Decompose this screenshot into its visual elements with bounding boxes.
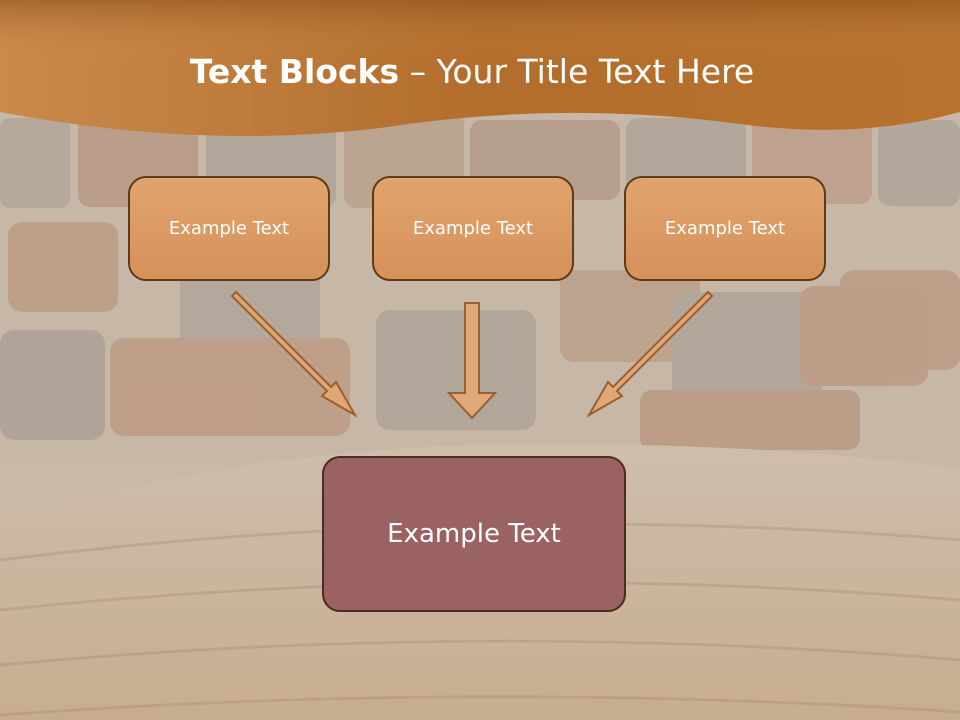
title-rest: Your Title Text Here bbox=[436, 52, 755, 91]
text-block-2-label: Example Text bbox=[412, 218, 534, 239]
title-dash: – bbox=[409, 52, 427, 91]
text-block-3-label: Example Text bbox=[664, 218, 786, 239]
text-block-1-label: Example Text bbox=[168, 218, 290, 239]
text-block-3[interactable]: Example Text bbox=[624, 176, 826, 281]
arrow-left bbox=[230, 290, 358, 418]
target-block-label: Example Text bbox=[387, 519, 561, 549]
text-block-2[interactable]: Example Text bbox=[372, 176, 574, 281]
paving-stones bbox=[0, 522, 960, 717]
title-bold: Text Blocks bbox=[189, 52, 400, 91]
target-block[interactable]: Example Text bbox=[322, 456, 626, 612]
text-block-1[interactable]: Example Text bbox=[128, 176, 330, 281]
slide-title: Text Blocks – Your Title Text Here bbox=[0, 52, 944, 91]
arrow-middle bbox=[446, 302, 498, 420]
arrow-right bbox=[586, 290, 714, 418]
